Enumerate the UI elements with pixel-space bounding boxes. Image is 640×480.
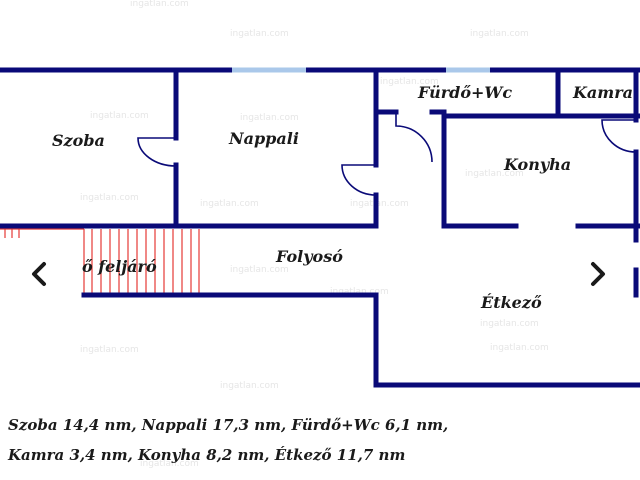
watermark: ingatlan.com	[80, 193, 139, 203]
gallery-prev-button[interactable]	[22, 256, 58, 292]
staircase	[0, 228, 200, 295]
watermark: ingatlan.com	[330, 287, 389, 297]
watermark: ingatlan.com	[140, 459, 199, 469]
watermark: ingatlan.com	[230, 29, 289, 39]
room-label-folyoso: Folyosó	[275, 247, 343, 266]
watermark: ingatlan.com	[130, 0, 189, 9]
area-line-2: Kamra 3,4 nm, Konyha 8,2 nm, Étkező 11,7…	[8, 446, 406, 464]
room-label-etkezo: Étkező	[480, 292, 542, 312]
room-label-konyha: Konyha	[503, 155, 571, 174]
room-label-szoba: Szoba	[52, 131, 105, 150]
watermark: ingatlan.com	[490, 343, 549, 353]
chevron-right-icon	[591, 262, 605, 286]
area-line-1: Szoba 14,4 nm, Nappali 17,3 nm, Fürdő+Wc…	[8, 416, 449, 434]
doors	[137, 112, 637, 196]
watermark-layer: ingatlan.com ingatlan.com ingatlan.com i…	[80, 0, 549, 469]
watermark: ingatlan.com	[90, 111, 149, 121]
watermark: ingatlan.com	[380, 77, 439, 87]
watermark: ingatlan.com	[220, 381, 279, 391]
gallery-next-button[interactable]	[580, 256, 616, 292]
room-label-furdo: Fürdő+Wc	[417, 83, 512, 102]
room-label-nappali: Nappali	[228, 129, 299, 148]
room-area-summary: Szoba 14,4 nm, Nappali 17,3 nm, Fürdő+Wc…	[8, 410, 628, 470]
watermark: ingatlan.com	[200, 199, 259, 209]
chevron-left-icon	[32, 262, 46, 286]
watermark: ingatlan.com	[470, 29, 529, 39]
walls	[0, 67, 640, 388]
watermark: ingatlan.com	[480, 319, 539, 329]
room-label-feljaro: ő feljáró	[82, 257, 157, 276]
watermark: ingatlan.com	[80, 345, 139, 355]
watermark: ingatlan.com	[465, 169, 524, 179]
watermark: ingatlan.com	[230, 265, 289, 275]
room-labels: Szoba Nappali Fürdő+Wc Kamra Konyha ő fe…	[52, 83, 633, 312]
room-label-kamra: Kamra	[572, 83, 633, 102]
watermark: ingatlan.com	[240, 113, 299, 123]
watermark: ingatlan.com	[350, 199, 409, 209]
